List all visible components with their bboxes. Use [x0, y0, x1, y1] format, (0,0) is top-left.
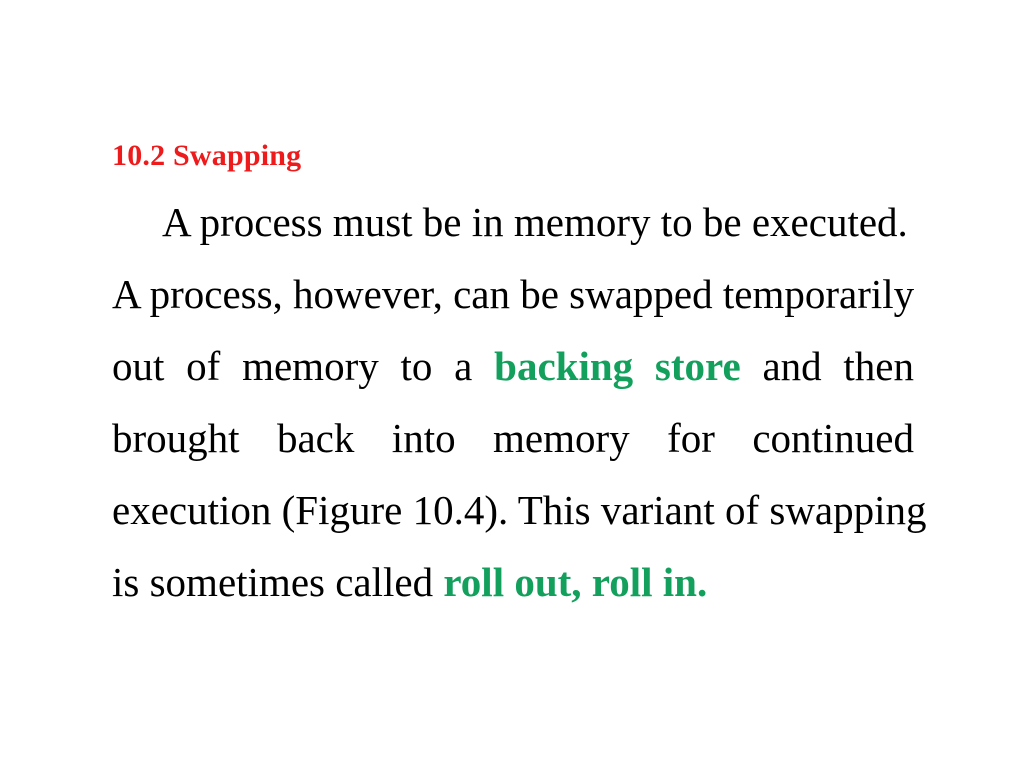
page-title: 10.2 Swapping [112, 139, 302, 173]
keyword-roll-out: roll out [443, 559, 572, 605]
line-1-text: A process must be in memory to be execut… [162, 199, 908, 245]
line-2-text: A process, however, can be swapped tempo… [112, 271, 915, 317]
line-5-text: execution (Figure 10.4). This variant of… [112, 487, 927, 533]
paragraph-line-3: out of memory to a backing store and the… [112, 330, 914, 402]
paragraph-line-5: execution (Figure 10.4). This variant of… [112, 474, 927, 546]
word-continued: continued [752, 415, 914, 461]
word-memory-2: memory [493, 415, 630, 461]
paragraph-line-6: is sometimes called roll out, roll in. [112, 546, 914, 618]
word-and: and [762, 343, 822, 389]
keyword-separator-comma: , [571, 559, 592, 605]
line-6-lead-text: is sometimes called [112, 559, 444, 605]
keyword-roll-in: roll in [591, 559, 697, 605]
word-a: a [454, 343, 473, 389]
sentence-period: . [696, 559, 708, 605]
keyword-backing: backing [494, 343, 634, 389]
paragraph-line-4: brought back into memory for continued [112, 402, 914, 474]
word-for: for [667, 415, 715, 461]
word-of: of [186, 343, 221, 389]
paragraph-line-1: A process must be in memory to be execut… [112, 186, 914, 258]
word-memory: memory [242, 343, 379, 389]
paragraph-line-2: A process, however, can be swapped tempo… [112, 258, 914, 330]
word-back: back [276, 415, 355, 461]
word-then: then [843, 343, 914, 389]
word-into: into [391, 415, 456, 461]
keyword-store: store [654, 343, 741, 389]
body-paragraph: A process must be in memory to be execut… [112, 186, 927, 618]
word-out: out [112, 343, 165, 389]
word-brought: brought [112, 415, 240, 461]
word-to: to [400, 343, 433, 389]
